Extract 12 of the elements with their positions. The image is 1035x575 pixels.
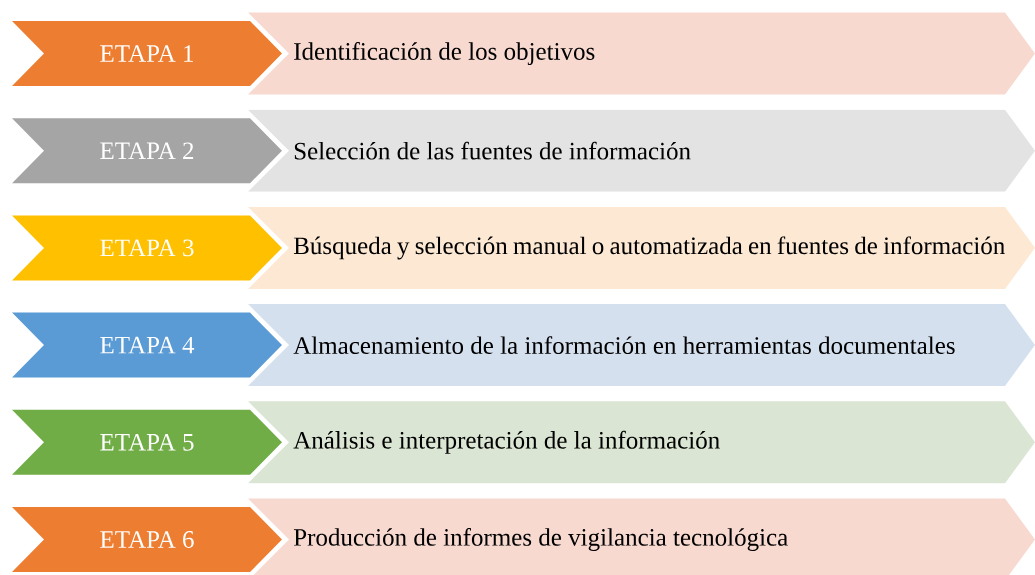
step-band: Análisis e interpretación de la información xyxy=(248,401,1035,484)
chevron: ETAPA 1 xyxy=(12,21,282,86)
chevron: ETAPA 4 xyxy=(12,312,282,378)
step-band: Identificación de los objetivos xyxy=(248,12,1035,95)
chevron: ETAPA 5 xyxy=(12,409,282,475)
step-band: Producción de informes de vigilancia tecnológica xyxy=(248,498,1035,575)
chevron: ETAPA 2 xyxy=(12,118,282,184)
step-band: Búsqueda y selección manual o automatizada en fuentes de información xyxy=(248,206,1035,289)
chevron: ETAPA 6 xyxy=(12,507,282,572)
chevron: ETAPA 3 xyxy=(12,215,282,281)
step-band: Selección de las fuentes de información xyxy=(248,109,1035,192)
step-band: Almacenamiento de la información en herramientas documentales xyxy=(248,304,1035,387)
